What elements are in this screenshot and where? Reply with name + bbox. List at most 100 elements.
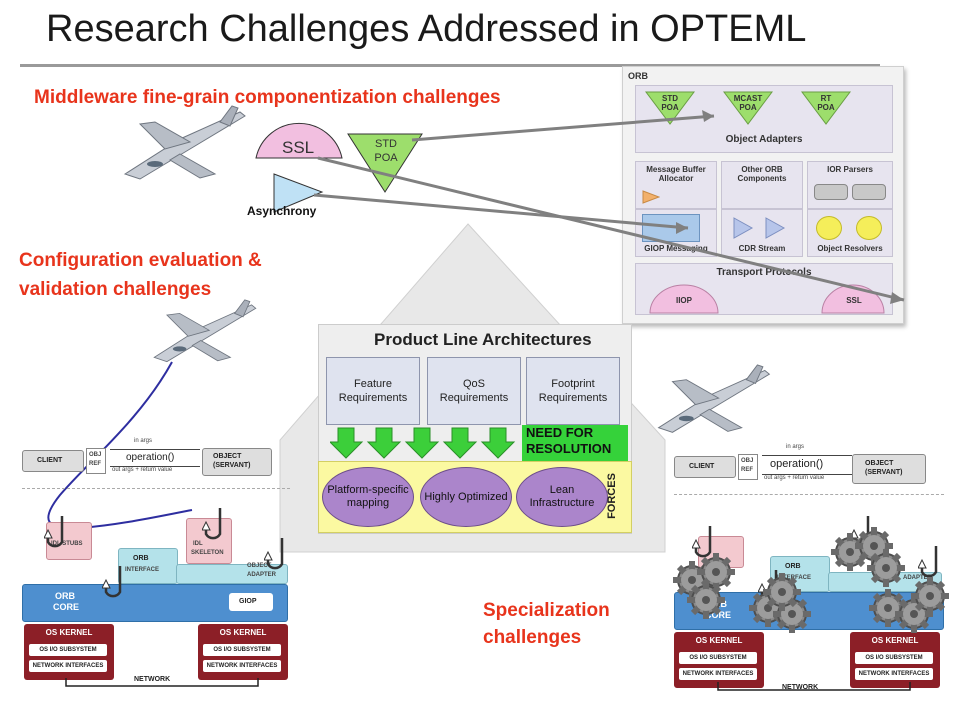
- page-title: Research Challenges Addressed in OPTEML: [46, 8, 807, 50]
- orb-core-box: ORB CORE GIOP: [22, 584, 288, 622]
- resolver-icon: [856, 216, 882, 240]
- fighter-jet-icon: [123, 105, 246, 180]
- fighter-jet-icon: [153, 299, 257, 363]
- qos-requirements-box: QoS Requirements: [427, 357, 521, 425]
- network-line: [717, 682, 911, 691]
- feature-requirements-box: Feature Requirements: [326, 357, 420, 425]
- object-adapter-box: OBJECT ADAPTER: [176, 563, 288, 584]
- object-servant-box: OBJECT (SERVANT): [202, 448, 272, 476]
- down-arrow-icon: [404, 427, 440, 459]
- middleware-label: Middleware fine-grain componentization c…: [34, 87, 501, 108]
- os-kernel-box: OS KERNEL OS I/O SUBSYSTEM NETWORK INTER…: [674, 632, 764, 688]
- u-turn-arrow-icon: [692, 526, 712, 558]
- obj-ref-box: OBJ REF: [86, 448, 106, 474]
- os-kernel-box: OS KERNEL OS I/O SUBSYSTEM NETWORK INTER…: [24, 624, 114, 680]
- network-label: NETWORK: [134, 676, 171, 683]
- operation-label: operation(): [770, 458, 824, 470]
- cdr-stream-label: CDR Stream: [738, 244, 786, 253]
- obj-ref-box: OBJ REF: [738, 454, 758, 480]
- pla-title: Product Line Architectures: [374, 330, 592, 349]
- ior-parsers-section: IOR Parsers: [807, 161, 893, 209]
- out-args-arrow: [110, 466, 200, 467]
- cdr-icon: [733, 217, 786, 239]
- idl-skeleton-box: IDL SKELETON: [186, 518, 232, 564]
- down-arrow-icon: [480, 427, 516, 459]
- client-box: CLIENT: [674, 456, 736, 478]
- ior-parsers-label: IOR Parsers: [827, 165, 873, 174]
- down-arrow-icon: [366, 427, 402, 459]
- client-box: CLIENT: [22, 450, 84, 472]
- force-lean-infrastructure: Lean Infrastructure: [516, 467, 608, 527]
- ssl-component: [255, 122, 343, 159]
- object-servant-box: OBJECT (SERVANT): [852, 454, 926, 484]
- separator: [22, 488, 290, 490]
- transport-protocols-section: Transport Protocols IIOP SSL: [635, 263, 893, 315]
- out-args-label: out args + return value: [764, 475, 825, 481]
- parser-icon: [814, 184, 848, 200]
- gear-cluster: [670, 522, 960, 642]
- resolver-icon: [816, 216, 842, 240]
- orb-interface-box: ORB INTERFACE: [118, 548, 178, 584]
- iiop-label: IIOP: [675, 296, 692, 305]
- object-resolvers-label: Object Resolvers: [817, 244, 883, 253]
- rt-poa-adapter-icon: [801, 91, 851, 125]
- u-turn-arrow-icon: [264, 538, 284, 570]
- u-turn-arrow-icon: [202, 508, 222, 540]
- resolution-arrows: [330, 427, 516, 459]
- u-turn-arrow-icon: [918, 546, 938, 578]
- giop-messaging-section: GIOP Messaging: [635, 209, 717, 257]
- other-components-label: Other ORB Components: [737, 165, 787, 183]
- asynchrony-component: [273, 173, 324, 213]
- down-arrow-icon: [330, 427, 364, 459]
- in-args-arrow: [762, 455, 852, 456]
- force-platform-specific: Platform-specific mapping: [322, 467, 414, 527]
- fighter-jet-icon: [657, 364, 771, 433]
- message-buffer-label: Message Buffer Allocator: [646, 165, 706, 183]
- message-buffer-section: Message Buffer Allocator: [635, 161, 717, 209]
- idl-stubs-box: IDL STUBS: [46, 522, 92, 560]
- asynchrony-label: Asynchrony: [247, 204, 317, 218]
- force-highly-optimized: Highly Optimized: [420, 467, 512, 527]
- cdr-stream-section: CDR Stream: [721, 209, 803, 257]
- transport-label: Transport Protocols: [716, 267, 812, 278]
- giop-icon: [642, 214, 700, 242]
- network-label: NETWORK: [782, 684, 819, 691]
- in-args-label: in args: [134, 438, 153, 444]
- network-line: [65, 678, 259, 687]
- other-orb-components-section: Other ORB Components: [721, 161, 803, 209]
- parser-icon: [852, 184, 886, 200]
- u-turn-arrow-icon: [44, 516, 64, 548]
- footprint-requirements-box: Footprint Requirements: [526, 357, 620, 425]
- in-args-arrow: [110, 449, 200, 450]
- buffer-icon: [642, 190, 660, 204]
- giop-box: GIOP: [229, 593, 273, 611]
- forces-label: FORCES: [606, 473, 618, 519]
- operation-label: operation(): [126, 452, 175, 463]
- ssl-transport-label: SSL: [846, 296, 862, 305]
- os-kernel-box: OS KERNEL OS I/O SUBSYSTEM NETWORK INTER…: [850, 632, 940, 688]
- in-args-label: in args: [786, 444, 805, 450]
- std-poa-adapter-icon: [645, 91, 695, 125]
- orb-panel-title: ORB: [628, 71, 648, 81]
- u-turn-arrow-icon: [102, 566, 122, 598]
- object-adapters-label: Object Adapters: [725, 134, 803, 145]
- os-kernel-box: OS KERNEL OS I/O SUBSYSTEM NETWORK INTER…: [198, 624, 288, 680]
- giop-messaging-label: GIOP Messaging: [644, 244, 708, 253]
- orb-architecture-left: CLIENT OBJ REF in args operation() out a…: [22, 438, 290, 688]
- out-args-arrow: [762, 474, 852, 475]
- mcast-poa-adapter-icon: [723, 91, 773, 125]
- out-args-label: out args + return value: [112, 467, 173, 473]
- object-resolvers-section: Object Resolvers: [807, 209, 893, 257]
- down-arrow-icon: [442, 427, 478, 459]
- separator: [674, 494, 944, 496]
- ssl-label: SSL: [282, 138, 315, 157]
- specialization-label: Specialization challenges: [483, 600, 610, 648]
- title-divider: [20, 64, 880, 67]
